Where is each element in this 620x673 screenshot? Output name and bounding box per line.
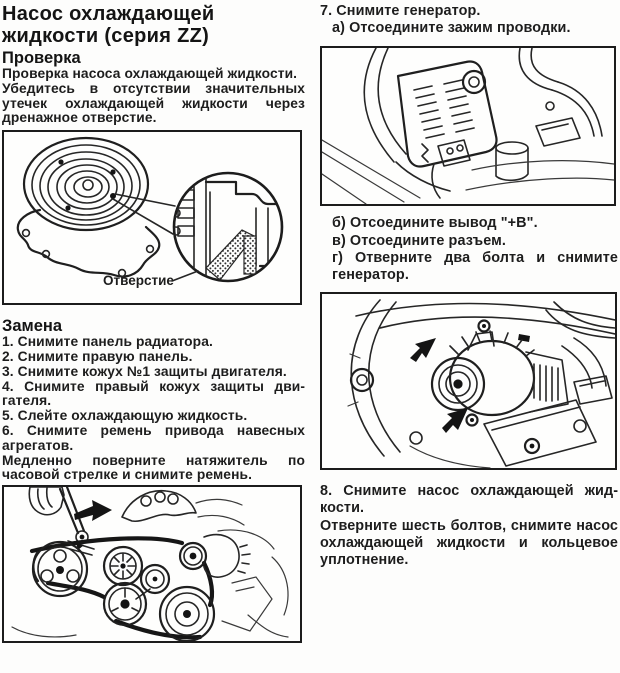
step7-sub-b: б) Отсоедините вывод "+B". xyxy=(332,215,538,232)
alternator-body xyxy=(396,60,498,168)
upper-bolt-arrow-icon xyxy=(410,338,436,363)
replacement-step: 3. Снимите кожух №1 защиты двига­теля. xyxy=(2,363,287,379)
drain-hole-detail xyxy=(172,171,284,283)
replacement-step: 2. Снимите правую панель. xyxy=(2,348,193,364)
alternator-bolts-drawing xyxy=(347,299,615,469)
callout-pointer xyxy=(110,193,176,235)
replacement-heading: Замена xyxy=(2,317,63,336)
engine-outline xyxy=(11,529,289,638)
power-steering-pulley xyxy=(31,541,89,598)
alternator-bolts-figure xyxy=(320,292,617,471)
inspection-paragraph-2: Убедитесь в отсутствии значительных утеч… xyxy=(2,80,305,126)
engine-surroundings xyxy=(322,101,614,205)
idler-pulley xyxy=(139,564,171,595)
water-pump-drawing: Отверстие xyxy=(16,137,284,288)
replacement-step: 5. Слейте охлаждающую жидкость. xyxy=(2,408,248,424)
pump-flange xyxy=(16,209,161,278)
replacement-step: 4. Снимите правый кожух защиты дви­гател… xyxy=(2,378,305,409)
belt-drive-drawing xyxy=(11,487,289,642)
step7-sub-d: г) Отверните два болта и снимите генерат… xyxy=(332,249,618,284)
hoses xyxy=(363,48,603,193)
step8-title: 8. Снимите насос охлаждающей жид­кости. xyxy=(320,483,618,517)
crankshaft-pulley xyxy=(158,586,216,642)
wiring-clamp xyxy=(421,139,471,200)
upper-hoses xyxy=(355,301,615,390)
waterpump-pulley xyxy=(102,582,148,627)
alternator xyxy=(430,319,569,427)
step7-sub-c: в) Отсоедините разъем. xyxy=(332,232,506,249)
rotate-arrow-icon xyxy=(74,500,112,522)
engine-bracket xyxy=(347,299,401,458)
engine-block xyxy=(409,375,613,469)
replacement-step: 6. Снимите ремень привода навесных агрег… xyxy=(2,422,305,453)
inspection-paragraph-1: Проверка насоса охлаждающей жид­кости. xyxy=(2,66,298,81)
second-hand xyxy=(121,490,245,526)
right-column: 7. Снимите генератор. а) Отсоедините заж… xyxy=(320,0,618,569)
pump-pulley xyxy=(22,137,150,232)
lower-bolt-arrow-icon xyxy=(442,408,468,434)
inspection-heading: Проверка xyxy=(2,49,81,67)
step7-title: 7. Снимите генератор. xyxy=(320,3,481,19)
label-pointer-line xyxy=(171,270,199,282)
alternator-pulley xyxy=(178,534,251,579)
page-title: Насос охлаждающей жидкости (серия ZZ) xyxy=(2,3,215,47)
replacement-step: 1. Снимите панель радиатора. xyxy=(2,334,213,350)
water-pump-figure: Отверстие xyxy=(2,130,302,306)
left-column: Насос охлаждающей жидкости (серия ZZ) Пр… xyxy=(2,0,305,644)
step7-sub-a: а) Отсоедините зажим проводки. xyxy=(332,20,571,37)
drain-hole-label: Отверстие xyxy=(103,273,174,288)
step8-body: Отверните шесть болтов, снимите на­сос о… xyxy=(320,517,618,569)
tensioner-pulley xyxy=(102,546,144,587)
alternator-wiring-figure xyxy=(320,46,616,207)
belt-drive-figure xyxy=(2,485,302,644)
replacement-note: Медленно поверните натяжитель по часовой… xyxy=(2,452,305,483)
alternator-wiring-drawing xyxy=(322,48,614,205)
